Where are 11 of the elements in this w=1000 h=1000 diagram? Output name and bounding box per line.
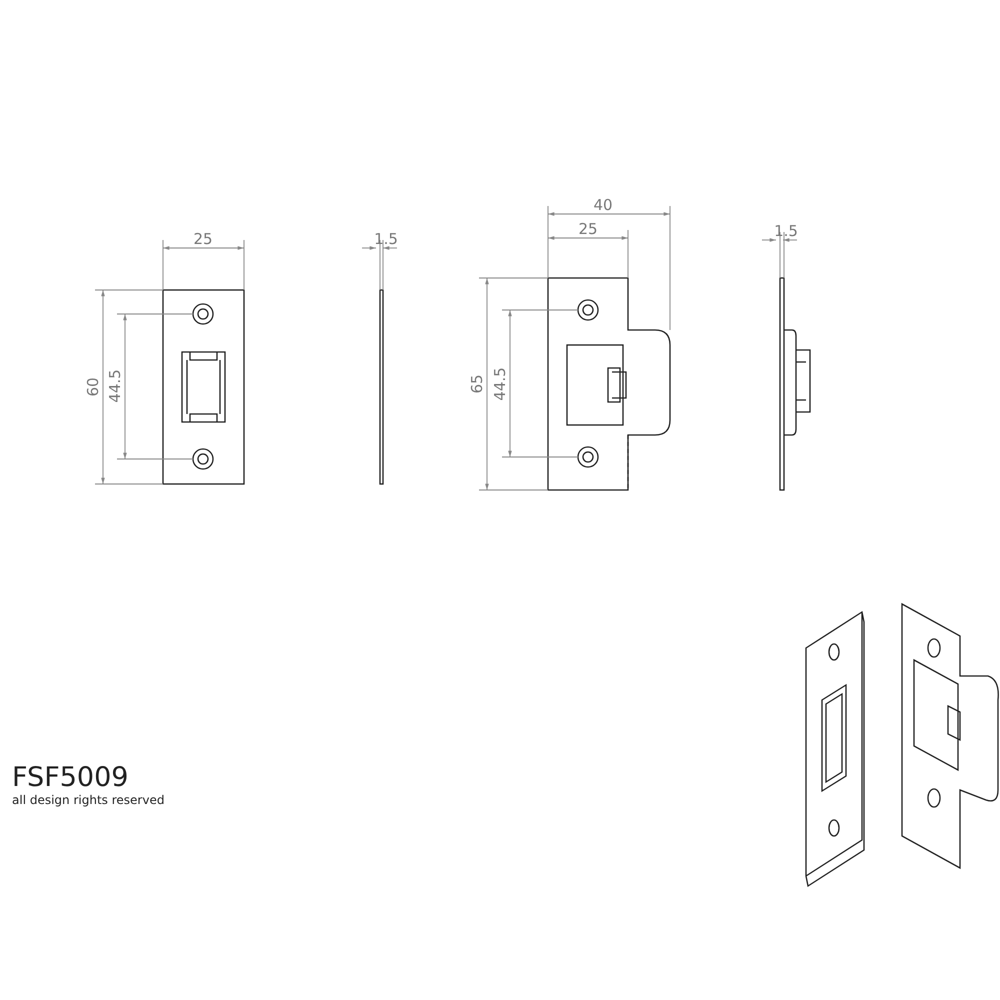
dimension-label: 1.5 [774,222,798,240]
dimension-label: 25 [193,230,213,248]
dimension-label: 60 [84,377,102,397]
dimension-label: 25 [578,220,598,238]
copyright-note: all design rights reserved [12,793,164,807]
dimension-label: 44.5 [106,369,124,403]
dimension-label: 1.5 [374,230,398,248]
product-code: FSF5009 [12,762,128,793]
dimension-label: 44.5 [491,367,509,401]
dimension-label: 40 [593,196,613,214]
dimension-label: 65 [468,374,486,394]
